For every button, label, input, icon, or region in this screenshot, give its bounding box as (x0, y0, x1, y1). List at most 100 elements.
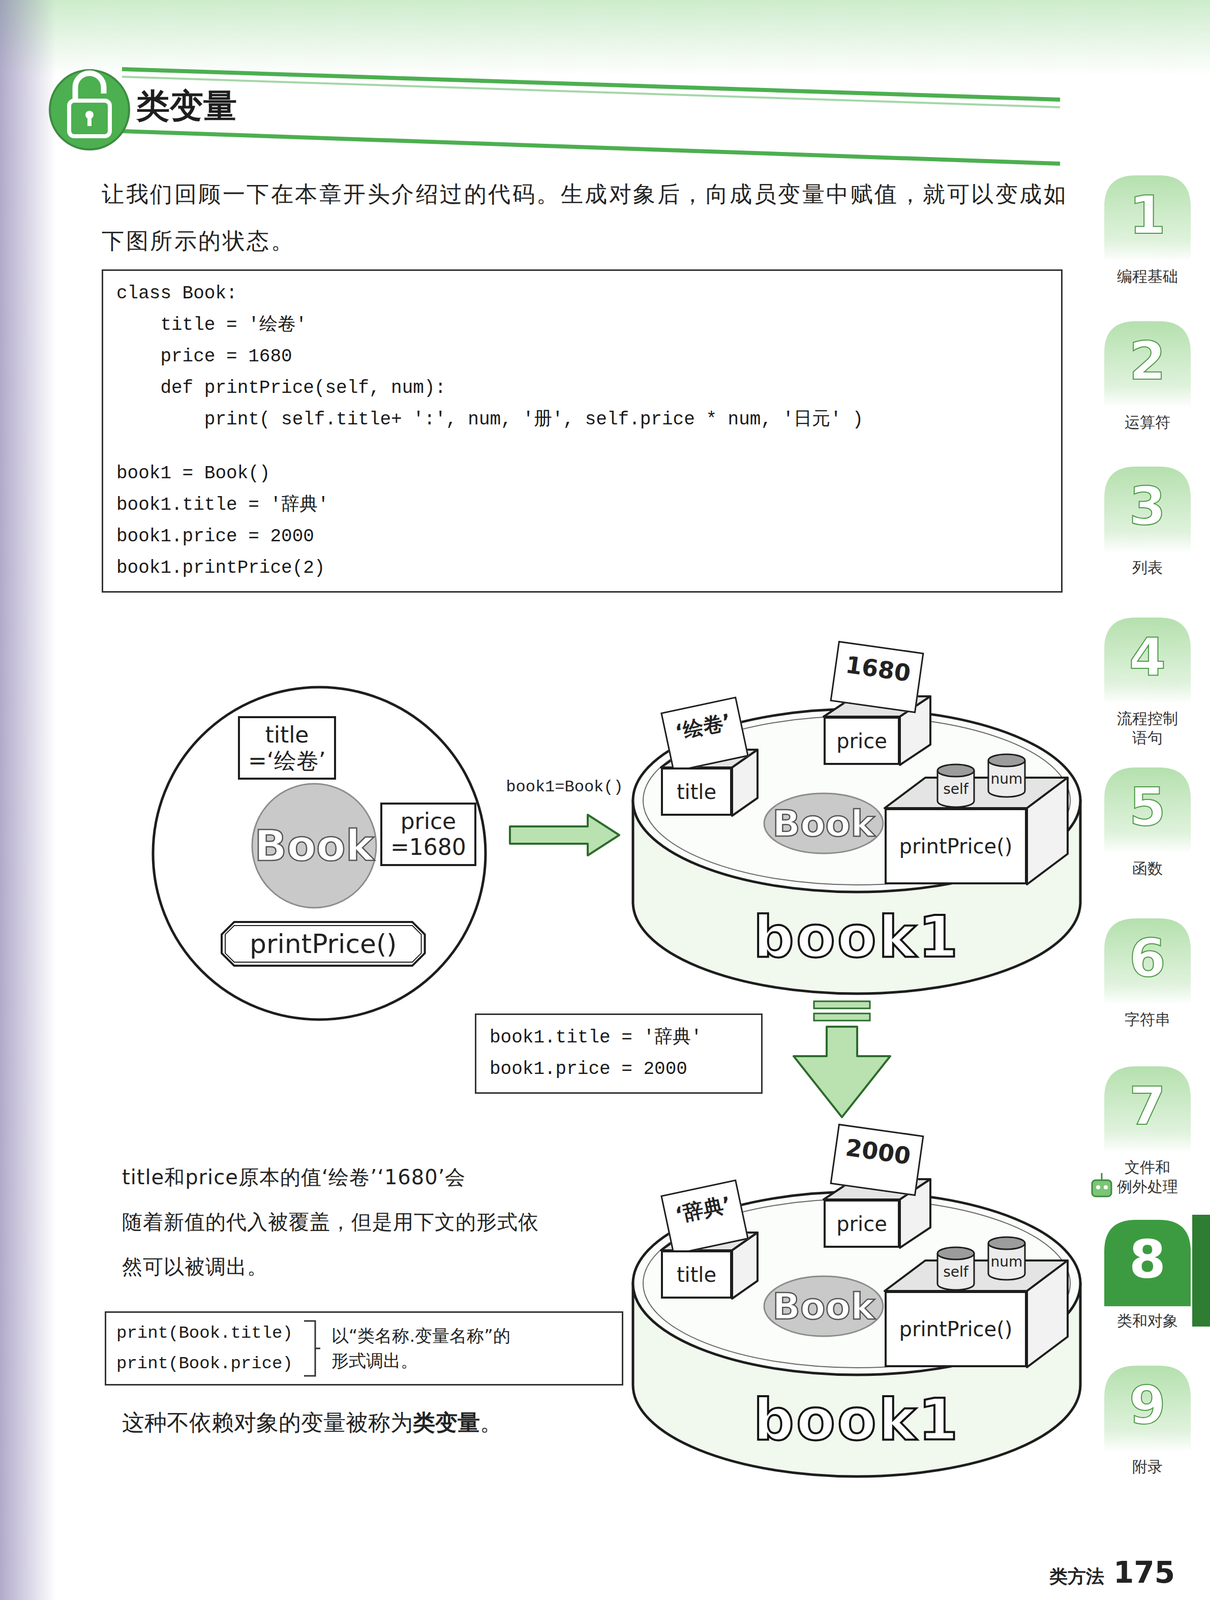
parameter-can: self (935, 762, 977, 809)
paragraph: 让我们回顾一下在本章开头介绍过的代码。生成对象后，向成员变量中赋值，就可以变成如… (101, 170, 1068, 265)
chapter-number: 6 (1104, 931, 1191, 985)
chapter-tab: 3 列表 (1104, 466, 1191, 578)
value-text: 1680 (843, 651, 913, 688)
class-circle: title =‘绘卷’ Book price =1680 printPrice() (151, 685, 488, 1022)
variable-name: title (676, 1263, 717, 1287)
variable-text: title =‘绘卷’ (248, 722, 326, 774)
sentence: 这种不依赖对象的变量被称为 (122, 1408, 413, 1439)
binding-shadow (0, 0, 56, 1600)
variable-name: printPrice() (899, 1317, 1013, 1342)
code-box: class Book: title = '绘卷' price = 1680 de… (101, 269, 1063, 593)
variable-box: printPrice() (884, 1291, 1027, 1368)
class-name: Book (772, 802, 875, 845)
class-disc: Book (762, 792, 885, 856)
code-line: book1.price = 2000 (116, 521, 1048, 553)
code-line: title = '绘卷' (116, 309, 1048, 342)
chapter-tab: 4 流程控制 语句 (1104, 617, 1191, 748)
method-name: printPrice() (249, 928, 398, 960)
robot-icon (1092, 1180, 1112, 1197)
variable-box: title =‘绘卷’ (237, 716, 337, 780)
variable-box: title (660, 767, 733, 816)
parameter-name: self (935, 1263, 977, 1281)
class-name: Book (772, 1285, 875, 1328)
variable-box: price (823, 716, 900, 766)
method-box: printPrice() (220, 920, 427, 968)
value-paper: 1680 (829, 641, 924, 714)
value-text: ‘绘卷’ (672, 707, 734, 747)
value-paper: 2000 (829, 1124, 924, 1197)
lock-shackle (75, 73, 104, 102)
variable-box: price (823, 1199, 900, 1249)
block-arrow (509, 814, 620, 856)
chapter-label: 流程控制 语句 (1104, 709, 1191, 748)
sentence: 类变量 (412, 1408, 480, 1439)
value-text: 2000 (843, 1134, 913, 1171)
section-title: 类变量 (136, 83, 237, 130)
variable-name: printPrice() (899, 834, 1013, 859)
parameter-name: self (935, 780, 977, 798)
variable-name: price (836, 1212, 888, 1236)
code-line: print(Book.price) (116, 1348, 293, 1380)
variable-name: title (676, 780, 717, 804)
parameter-can: num (986, 752, 1027, 799)
class-disc: Book (250, 782, 378, 910)
chapter-label: 运算符 (1104, 412, 1191, 433)
chapter-label: 字符串 (1104, 1010, 1191, 1030)
text-row: 这种不依赖对象的变量被称为类变量。 (122, 1408, 503, 1439)
chapter-number: 1 (1104, 188, 1191, 242)
banner-line (122, 69, 1061, 100)
lock-keyhole (87, 114, 92, 127)
chapter-label: 编程基础 (1104, 266, 1191, 287)
equal-bar (813, 1013, 870, 1021)
chapter-label: 列表 (1104, 558, 1191, 578)
chapter-number: 2 (1104, 334, 1191, 388)
arrow-shape (793, 1026, 891, 1118)
code-line: book1 = Book() (116, 458, 1048, 490)
code-line: class Book: (116, 278, 1048, 310)
sentence: 。 (479, 1408, 503, 1439)
chapter-label: 附录 (1104, 1457, 1191, 1477)
parameter-name: num (986, 770, 1027, 788)
code-line: book1.price = 2000 (489, 1053, 748, 1086)
chapter-number: 9 (1104, 1379, 1191, 1433)
arrow-shape (509, 814, 620, 856)
note-text: 以“类名称.变量名称”的 形式调出。 (331, 1323, 556, 1375)
code-line: book1.printPrice(2) (116, 552, 1048, 585)
banner-line (122, 76, 1061, 108)
chapter-number: 4 (1104, 630, 1191, 684)
chapter-tab: 7 文件和 例外处理 (1104, 1066, 1191, 1197)
active-tab-strip (1192, 1215, 1210, 1327)
variable-box: printPrice() (884, 808, 1027, 885)
object-cylinder: book1‘绘卷’title1680priceBookprintPrice()s… (630, 706, 1083, 1000)
chapter-label: 函数 (1104, 859, 1191, 879)
page-footer: 类方法 (1049, 1564, 1105, 1590)
variable-name: price (836, 729, 888, 753)
chapter-tab: 2 运算符 (1104, 321, 1191, 433)
parameter-can: self (935, 1245, 977, 1292)
chapter-tab: 8类和对象 (1104, 1220, 1191, 1331)
code-line: price = 1680 (116, 341, 1048, 373)
chapter-number: 7 (1104, 1079, 1191, 1133)
lock-body (69, 100, 110, 137)
variable-text: price =1680 (390, 808, 467, 861)
chapter-number: 8 (1104, 1233, 1191, 1287)
paragraph: title和price原本的值‘绘卷’‘1680’会 随着新值的代入被覆盖，但是… (122, 1155, 631, 1290)
variable-box: price =1680 (380, 802, 477, 867)
chapter-label: 文件和 例外处理 (1104, 1158, 1191, 1197)
top-tint (0, 0, 1210, 77)
chapter-number: 3 (1104, 479, 1191, 533)
code-line: book1.title = '辞典' (489, 1022, 748, 1054)
parameter-name: num (986, 1253, 1027, 1271)
code-line: book1.title = '辞典' (116, 489, 1048, 522)
robot-antenna (1101, 1173, 1103, 1181)
class-name: Book (254, 821, 374, 871)
chapter-tab: 1 编程基础 (1104, 175, 1191, 287)
variable-box: title (660, 1250, 733, 1299)
chapter-number: 5 (1104, 780, 1191, 834)
robot-eye (1103, 1185, 1108, 1190)
code-line: print( self.title+ ':', num, '册', self.p… (116, 404, 1048, 436)
chapter-tab: 9 附录 (1104, 1366, 1191, 1477)
code-line: def printPrice(self, num): (116, 372, 1048, 405)
page-footer: 175 (1113, 1555, 1175, 1591)
